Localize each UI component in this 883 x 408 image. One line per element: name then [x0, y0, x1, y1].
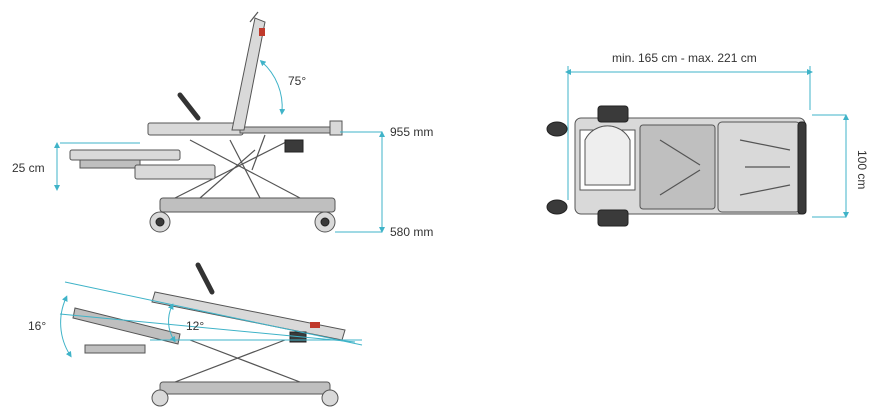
backrest-angle-label: 75° — [288, 74, 306, 88]
top-view-head-rest — [584, 125, 631, 186]
top-view-stretcher: min. 165 cm - max. 221 cm 100 cm — [546, 51, 869, 227]
top-view-handle-right — [546, 199, 568, 215]
backrest-angle-arc — [259, 60, 286, 115]
height-min-label: 580 mm — [390, 225, 433, 239]
tilt-view-deck — [151, 291, 346, 341]
tilt-reference-line-upper — [64, 281, 363, 346]
tilt-angle-arc-1 — [60, 295, 72, 358]
side-view-leg-section — [69, 149, 181, 161]
side-view-handle — [177, 92, 201, 121]
side-view-stretcher: 75° 955 mm 580 mm 25 cm — [12, 11, 433, 239]
tilt-angle-2-label: 12° — [186, 319, 204, 333]
side-view-backrest — [231, 17, 266, 131]
side-view-base — [159, 197, 336, 213]
height-max-label: 955 mm — [390, 125, 433, 139]
length-range-label: min. 165 cm - max. 221 cm — [612, 51, 757, 65]
top-view-wheel-left — [597, 105, 629, 123]
tilt-angle-arc-2 — [167, 303, 176, 343]
top-view-seat-section — [639, 124, 716, 210]
tilt-angle-1-label: 16° — [28, 319, 46, 333]
top-view-wheel-right — [597, 209, 629, 227]
top-view-handle-left — [546, 121, 568, 137]
tilt-view-stretcher: 16° 12° — [28, 262, 363, 407]
leg-travel-label: 25 cm — [12, 161, 45, 175]
tilt-view-leg-section — [72, 307, 181, 345]
width-label: 100 cm — [855, 150, 869, 189]
side-view-seat — [147, 122, 244, 136]
